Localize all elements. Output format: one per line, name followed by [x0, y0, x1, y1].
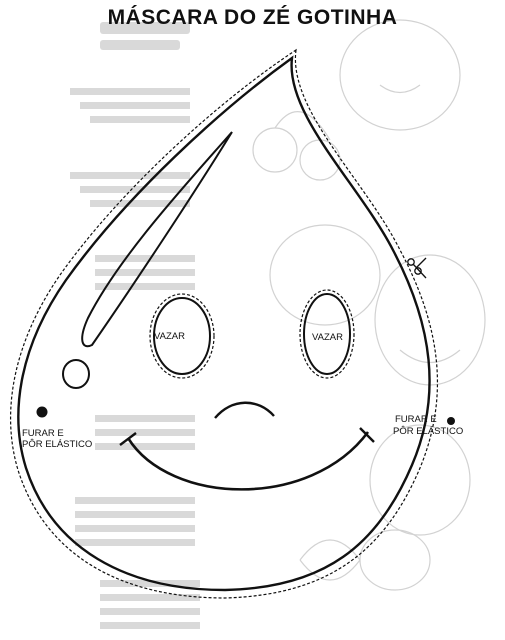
faded-text-bar	[90, 200, 190, 207]
mouth-left-corner	[119, 432, 137, 446]
faded-text-bar	[100, 22, 190, 34]
left-eye-cut-label: VAZAR	[154, 331, 185, 342]
page-title: MÁSCARA DO ZÉ GOTINHA	[107, 6, 398, 29]
faded-fruit-top-smile	[379, 84, 421, 94]
faded-text-bar	[95, 255, 195, 262]
faded-orange-smile	[399, 349, 461, 363]
faded-text-bar	[70, 88, 190, 95]
faded-text-bar	[95, 283, 195, 290]
faded-text-bar	[95, 415, 195, 422]
faded-text-bar	[70, 172, 190, 179]
right-hole-label-line1: FURAR E	[395, 414, 437, 425]
mouth-smile	[126, 431, 370, 491]
faded-text-bar	[100, 40, 180, 50]
cut-outline-dashed	[9, 48, 439, 599]
right-eye-cut-label: VAZAR	[312, 332, 343, 343]
drop-outline	[17, 55, 431, 592]
faded-text-bar	[75, 497, 195, 504]
shine-small-circle	[62, 359, 90, 389]
right-eye	[303, 293, 351, 375]
right-elastic-hole	[447, 417, 455, 425]
faded-text-bar	[80, 102, 190, 109]
faded-text-bar	[75, 525, 195, 532]
scissors-icon	[407, 257, 427, 279]
shine-highlight	[81, 131, 233, 348]
left-elastic-hole	[36, 406, 48, 418]
faded-text-bar	[90, 116, 190, 123]
faded-text-bar	[80, 186, 190, 193]
faded-text-bar	[95, 443, 195, 450]
faded-text-bar	[100, 608, 200, 615]
faded-cherry-stem	[274, 111, 331, 141]
faded-text-bar	[75, 511, 195, 518]
faded-text-bar	[95, 269, 195, 276]
mouth-right-corner	[359, 427, 375, 443]
faded-text-bar	[75, 539, 195, 546]
faded-fruit-bottom-2	[359, 529, 431, 591]
nose	[214, 401, 275, 419]
faded-lemon	[269, 224, 381, 326]
faded-text-bar	[95, 429, 195, 436]
left-hole-label-line2: PÔR ELÁSTICO	[22, 439, 93, 450]
faded-text-bar	[100, 580, 200, 587]
faded-text-bar	[100, 594, 200, 601]
faded-fruit-top	[339, 19, 461, 131]
right-eye-cut-line	[299, 289, 355, 379]
right-hole-label-line2: PÔR ELÁSTICO	[393, 426, 464, 437]
left-eye-cut-line	[149, 293, 215, 379]
faded-fruit-bottom	[369, 424, 471, 536]
faded-text-bar	[100, 622, 200, 629]
left-eye	[153, 297, 211, 375]
left-hole-label-line1: FURAR E	[22, 428, 64, 439]
